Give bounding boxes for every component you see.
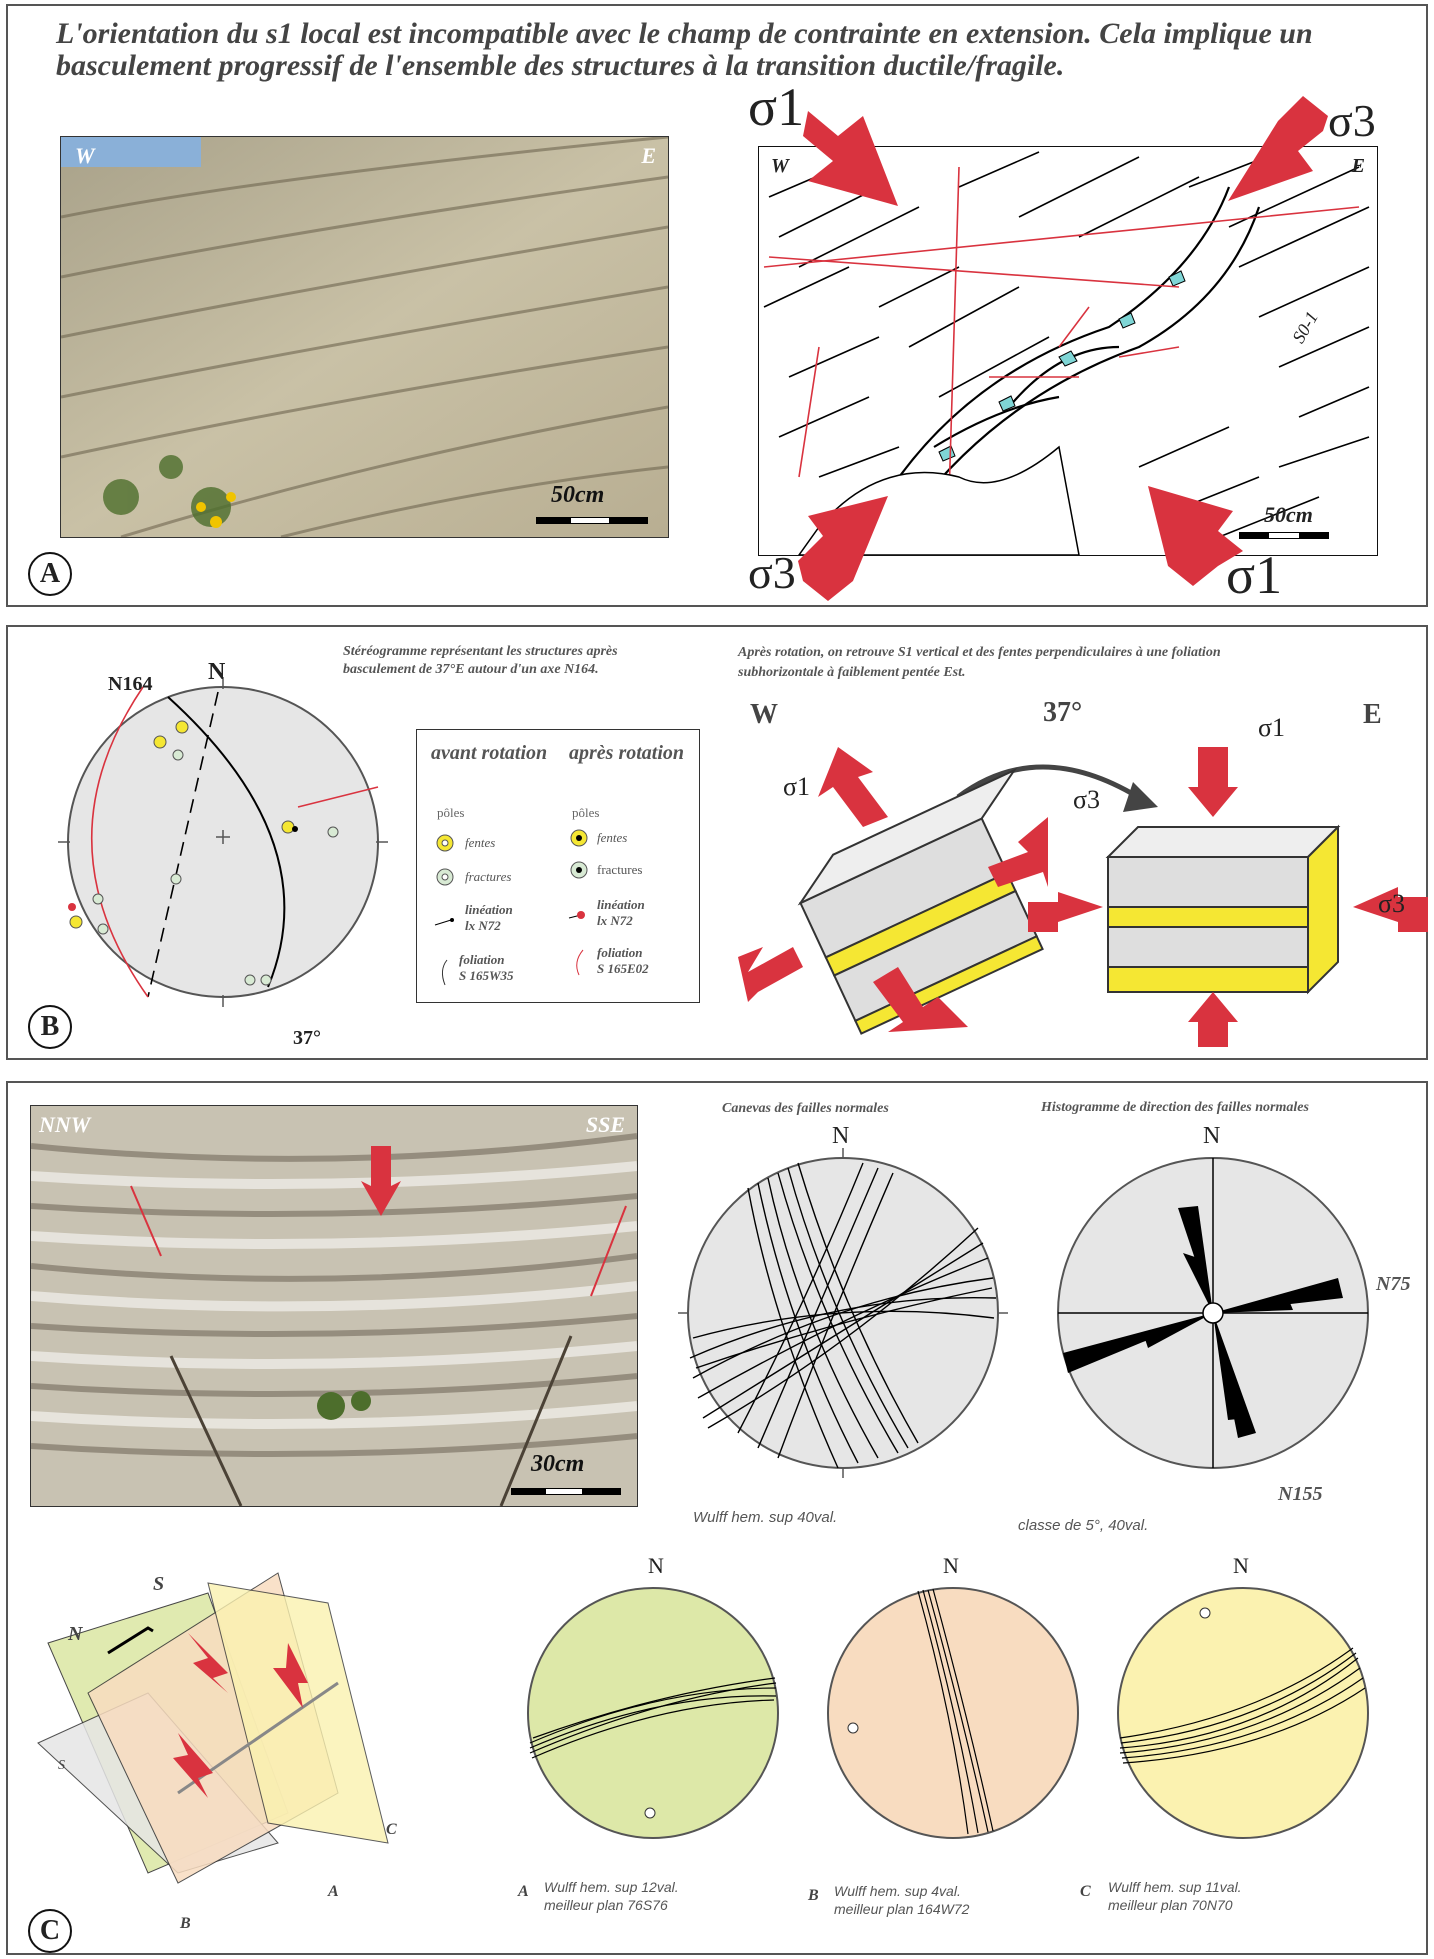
- outcrop-photo-c: NNW SSE 30cm: [30, 1105, 638, 1507]
- stress-arrows: [798, 96, 1328, 601]
- histogram-title: Histogramme de direction des failles nor…: [1041, 1100, 1309, 1115]
- legend-lineation-apres-2: lx N72: [597, 913, 633, 928]
- small-stereonet-c: [1117, 1587, 1369, 1839]
- block-caption: Après rotation, on retrouve S1 vertical …: [738, 645, 1221, 680]
- small-a-line1: Wulff hem. sup 12val.: [544, 1879, 679, 1895]
- sigma3-top-label: σ3: [1328, 95, 1376, 146]
- plane-c-label: C: [386, 1821, 397, 1838]
- plane-s-label: S: [58, 1758, 65, 1773]
- sigma1-bottom-label: σ1: [1226, 545, 1283, 605]
- stereo-caption: Stéréogramme représentant les structures…: [343, 644, 618, 677]
- panel-a-letter: A: [28, 552, 72, 596]
- block-right-sigma1b-arrow: [1188, 992, 1238, 1047]
- legend-fentes-apres: fentes: [597, 830, 628, 845]
- north-label-b: N: [208, 659, 226, 685]
- plane-a-label: A: [328, 1883, 339, 1900]
- photo-label-nnw: NNW: [39, 1112, 91, 1137]
- small-b-north: N: [943, 1553, 959, 1578]
- legend-avant: avant rotation: [431, 742, 548, 764]
- sigma3-right-label: σ3: [1378, 889, 1406, 918]
- small-c-label: C: [1080, 1883, 1091, 1900]
- small-b-line1: Wulff hem. sup 4val.: [834, 1883, 961, 1899]
- panel-c: NNW SSE 30cm Canevas des failles normale…: [6, 1081, 1428, 1955]
- photo-c-scale-label: 30cm: [531, 1451, 585, 1477]
- block-right-sigma3b-arrow: [1028, 892, 1103, 932]
- canevas-stereonet: [678, 1148, 1008, 1478]
- legend-apres: après rotation: [569, 742, 685, 764]
- block-label-e: E: [1363, 699, 1382, 730]
- panel-c-letter: C: [28, 1909, 72, 1953]
- small-stereonet-b: [827, 1587, 1079, 1839]
- histogram-north: N: [1203, 1123, 1221, 1149]
- legend-foliation-avant-2: S 165W35: [459, 968, 514, 983]
- small-c-line1: Wulff hem. sup 11val.: [1108, 1879, 1242, 1895]
- sketch-label-e: E: [1351, 155, 1365, 177]
- legend-poles-apres: pôles: [572, 805, 600, 820]
- block-left-sigma3-arrow: [988, 817, 1048, 887]
- fault-planes-block: [37, 1572, 389, 1884]
- panel-b-letter: B: [28, 1005, 72, 1049]
- block-s-label: S: [153, 1573, 165, 1595]
- panel-b: N164 N 37° Stéréogramme représentant les…: [6, 625, 1428, 1060]
- block-left-sigma1-arrow: [818, 747, 888, 827]
- sketch-label-w: W: [771, 155, 789, 177]
- small-c-north: N: [1233, 1553, 1249, 1578]
- rotation-angle-block: 37°: [1043, 697, 1083, 728]
- histogram-caption: classe de 5°, 40val.: [1018, 1517, 1149, 1534]
- panel-a: L'orientation du s1 local est incompatib…: [6, 4, 1428, 607]
- block-left-sigma1b-arrow: [873, 967, 968, 1032]
- sigma1-left-label: σ1: [783, 772, 811, 801]
- canevas-title: Canevas des failles normales: [722, 1101, 889, 1116]
- legend-lineation-apres-1: linéation: [597, 897, 645, 912]
- small-a-line2: meilleur plan 76S76: [544, 1897, 668, 1913]
- histogram-n155: N155: [1278, 1483, 1323, 1505]
- sigma1-top-arrow: [803, 111, 898, 206]
- sigma1-bottom-arrow: [1148, 486, 1243, 586]
- small-c-line2: meilleur plan 70N70: [1108, 1897, 1233, 1913]
- rotation-angle-label: 37°: [293, 1027, 321, 1049]
- canevas-north: N: [832, 1123, 850, 1149]
- outcrop-photo-a: W E 50cm: [60, 136, 669, 538]
- legend-lineation-2: lx N72: [465, 918, 501, 933]
- small-stereonet-a: [527, 1587, 779, 1839]
- small-b-line2: meilleur plan 164W72: [834, 1901, 970, 1917]
- legend-foliation-apres-1: foliation: [597, 945, 643, 960]
- block-n-label: N: [68, 1623, 83, 1645]
- photo-scale-label: 50cm: [551, 482, 605, 508]
- legend-lineation-1: linéation: [465, 902, 513, 917]
- sigma3-bottom-arrow: [798, 496, 888, 601]
- small-a-label: A: [518, 1883, 529, 1900]
- photo-label-sse: SSE: [585, 1112, 625, 1137]
- small-b-label: B: [808, 1887, 819, 1904]
- stereogram-legend: avant rotation après rotation pôles pôle…: [416, 729, 700, 1003]
- block-diagrams: [738, 747, 1428, 1047]
- histogram-n75: N75: [1376, 1273, 1411, 1295]
- rose-histogram: [1057, 1157, 1369, 1469]
- plane-b-label: B: [180, 1915, 191, 1932]
- small-a-north: N: [648, 1553, 664, 1578]
- legend-fentes-avant: fentes: [465, 835, 496, 850]
- sigma3-left-label: σ3: [1073, 785, 1101, 814]
- n164-label: N164: [108, 673, 153, 695]
- legend-fractures-avant: fractures: [465, 869, 512, 884]
- block-right-sigma1-arrow: [1188, 747, 1238, 817]
- photo-label-w: W: [75, 143, 95, 168]
- block-right-sigma3-arrow: [1353, 887, 1428, 932]
- canevas-caption: Wulff hem. sup 40val.: [693, 1509, 838, 1526]
- sigma1-top-label: σ1: [748, 77, 805, 137]
- panel-a-title: L'orientation du s1 local est incompatib…: [56, 17, 1313, 82]
- photo-label-e: E: [641, 143, 656, 168]
- legend-poles-avant: pôles: [437, 805, 465, 820]
- sketch-scale-label: 50cm: [1264, 502, 1313, 527]
- block-left-sigma3b-arrow: [738, 947, 803, 1002]
- legend-foliation-apres-2: S 165E02: [597, 961, 649, 976]
- legend-fractures-apres: fractures: [597, 862, 643, 877]
- block-label-w: W: [750, 699, 778, 730]
- sigma3-bottom-label: σ3: [748, 547, 796, 598]
- sigma1-right-label: σ1: [1258, 713, 1286, 742]
- rotation-stereogram: [58, 677, 388, 1007]
- legend-foliation-avant-1: foliation: [459, 952, 505, 967]
- sigma3-top-arrow: [1228, 96, 1328, 201]
